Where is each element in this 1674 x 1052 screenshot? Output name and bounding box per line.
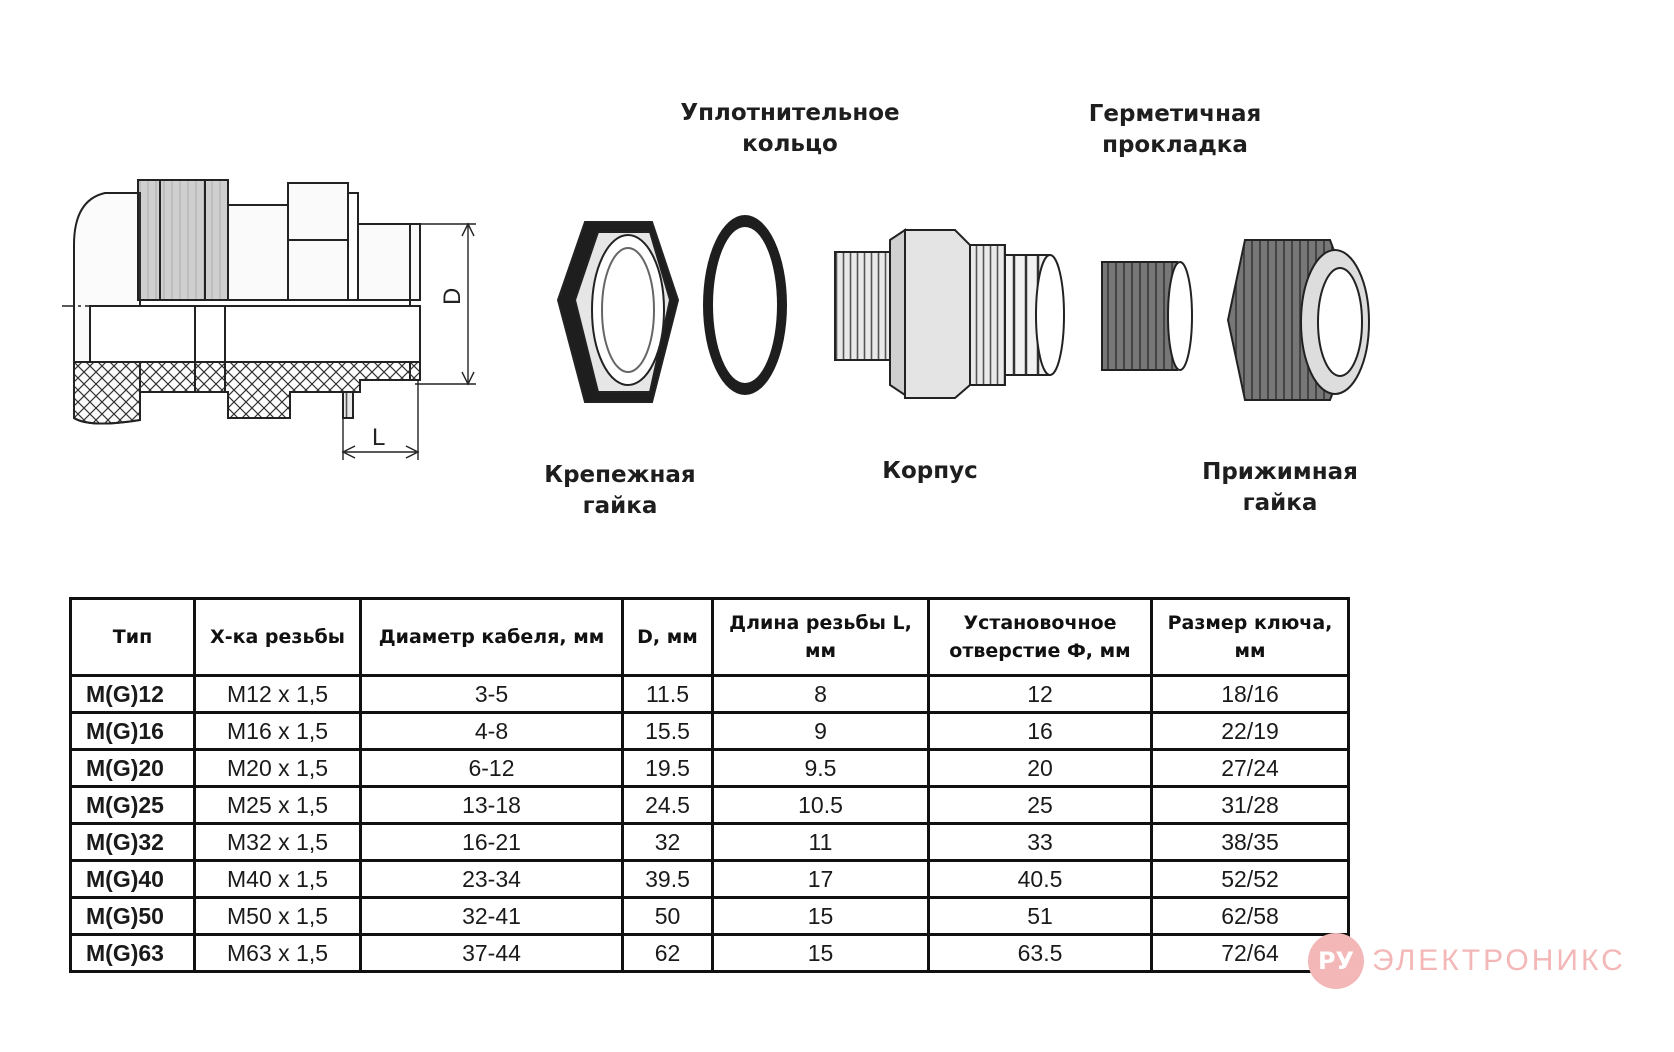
table-cell: 32 — [621, 822, 714, 862]
table-cell: 31/28 — [1150, 785, 1350, 825]
table-cell: 24.5 — [621, 785, 714, 825]
table-cell: 9.5 — [711, 748, 930, 788]
dimension-l-label: L — [372, 424, 385, 451]
table-cell: 10.5 — [711, 785, 930, 825]
table-cell: 25 — [927, 785, 1153, 825]
table-cell: 32-41 — [359, 896, 624, 936]
table-cell: 8 — [711, 674, 930, 714]
type-cell: M(G)32 — [69, 822, 196, 862]
column-header: D, мм — [621, 597, 714, 677]
table-cell: 13-18 — [359, 785, 624, 825]
lock-nut-drawing — [556, 221, 680, 403]
table-cell: M20 x 1,5 — [193, 748, 362, 788]
column-header: Диаметр кабеля, мм — [359, 597, 624, 677]
column-header: Размер ключа,мм — [1150, 597, 1350, 677]
label-gasket: Герметичная прокладка — [1088, 101, 1262, 158]
column-header: Тип — [69, 597, 196, 677]
type-cell: M(G)16 — [69, 711, 196, 751]
type-cell: M(G)50 — [69, 896, 196, 936]
label-lock-nut: Крепежная гайка — [544, 462, 696, 519]
table-cell: 63.5 — [927, 933, 1153, 973]
table-cell: 15.5 — [621, 711, 714, 751]
table-cell: M25 x 1,5 — [193, 785, 362, 825]
table-cell: 40.5 — [927, 859, 1153, 899]
type-cell: M(G)20 — [69, 748, 196, 788]
watermark-badge: РУ — [1308, 933, 1364, 989]
table-cell: 38/35 — [1150, 822, 1350, 862]
table-cell: 15 — [711, 896, 930, 936]
table-cell: 51 — [927, 896, 1153, 936]
table-cell: 33 — [927, 822, 1153, 862]
cable-gland-diagram: D L — [62, 179, 1370, 460]
table-cell: 39.5 — [621, 859, 714, 899]
table-cell: 23-34 — [359, 859, 624, 899]
table-cell: 17 — [711, 859, 930, 899]
table-cell: M12 x 1,5 — [193, 674, 362, 714]
label-seal-ring: Уплотнительное кольцо — [680, 100, 900, 157]
watermark-logo: РУ ЭЛЕКТРОНИКС — [1308, 932, 1638, 990]
column-header: Х-ка резьбы — [193, 597, 362, 677]
table-cell: 62 — [621, 933, 714, 973]
seal-ring-drawing — [703, 215, 787, 395]
table-cell: 52/52 — [1150, 859, 1350, 899]
type-cell: M(G)12 — [69, 674, 196, 714]
table-cell: 20 — [927, 748, 1153, 788]
body-drawing — [834, 228, 1065, 399]
table-cell: 11 — [711, 822, 930, 862]
dimension-d-label: D — [439, 288, 466, 305]
table-cell: M40 x 1,5 — [193, 859, 362, 899]
watermark-text: ЭЛЕКТРОНИКС — [1372, 944, 1626, 977]
table-cell: 50 — [621, 896, 714, 936]
table-cell: 22/19 — [1150, 711, 1350, 751]
table-cell: 9 — [711, 711, 930, 751]
table-cell: 15 — [711, 933, 930, 973]
gasket-drawing — [1101, 261, 1193, 371]
table-cell: M50 x 1,5 — [193, 896, 362, 936]
table-cell: 62/58 — [1150, 896, 1350, 936]
table-cell: M16 x 1,5 — [193, 711, 362, 751]
table-cell: 3-5 — [359, 674, 624, 714]
table-cell: 19.5 — [621, 748, 714, 788]
type-cell: M(G)25 — [69, 785, 196, 825]
table-cell: M32 x 1,5 — [193, 822, 362, 862]
section-drawing — [62, 179, 476, 460]
label-body: Корпус — [882, 458, 978, 484]
table-cell: 37-44 — [359, 933, 624, 973]
table-cell: 16-21 — [359, 822, 624, 862]
table-cell: 27/24 — [1150, 748, 1350, 788]
table-cell: 11.5 — [621, 674, 714, 714]
label-cap-nut: Прижимная гайка — [1202, 459, 1358, 516]
column-header: Длина резьбы L,мм — [711, 597, 930, 677]
table-cell: 12 — [927, 674, 1153, 714]
table-cell: 16 — [927, 711, 1153, 751]
table-cell: 6-12 — [359, 748, 624, 788]
type-cell: M(G)63 — [69, 933, 196, 973]
table-cell: 18/16 — [1150, 674, 1350, 714]
table-cell: M63 x 1,5 — [193, 933, 362, 973]
table-cell: 4-8 — [359, 711, 624, 751]
type-cell: M(G)40 — [69, 859, 196, 899]
cap-nut-drawing — [1226, 239, 1370, 401]
